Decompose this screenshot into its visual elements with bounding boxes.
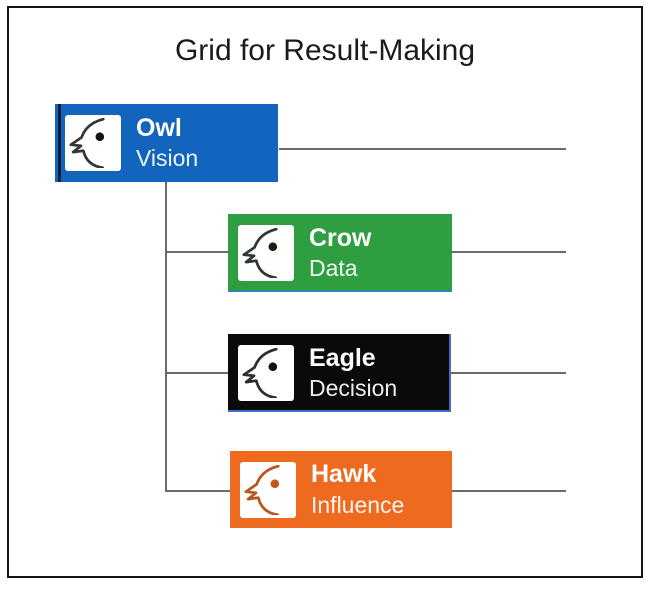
node-subtitle: Data xyxy=(309,255,358,282)
connector-hawk-branch xyxy=(165,490,230,492)
connector-crow-right xyxy=(452,251,566,253)
left-accent-stripe xyxy=(58,104,61,182)
node-subtitle: Influence xyxy=(311,491,405,518)
diagram-title: Grid for Result-Making xyxy=(174,34,476,67)
node-title: Hawk xyxy=(311,460,377,489)
node-subtitle: Decision xyxy=(309,375,398,402)
node-title: Owl xyxy=(136,113,182,142)
connector-crow-branch xyxy=(165,251,228,253)
node-title: Crow xyxy=(309,223,372,252)
connector-eagle-right xyxy=(451,372,566,374)
bird-head-icon xyxy=(238,345,294,401)
connector-trunk-vertical xyxy=(165,182,167,491)
connector-owl-right xyxy=(279,148,566,150)
bird-head-icon xyxy=(238,225,294,281)
node-subtitle: Vision xyxy=(136,145,199,172)
node-title: Eagle xyxy=(309,343,376,372)
node-eagle[interactable]: Eagle Decision xyxy=(228,334,451,412)
bird-head-icon xyxy=(240,461,296,518)
node-hawk[interactable]: Hawk Influence xyxy=(230,451,452,528)
node-crow[interactable]: Crow Data xyxy=(228,214,452,292)
connector-eagle-branch xyxy=(165,372,228,374)
bird-head-icon xyxy=(65,115,121,171)
connector-hawk-right xyxy=(452,490,566,492)
node-owl[interactable]: Owl Vision xyxy=(55,104,278,182)
